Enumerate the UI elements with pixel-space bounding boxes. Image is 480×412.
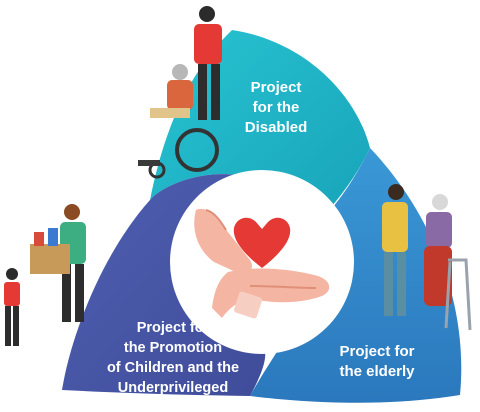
hands-heart-icon [194,208,330,319]
segment-disabled-label: Project for the Disabled [244,79,308,136]
segment-elderly-label: Project for the elderly [339,343,415,380]
segment-children-label: Project for the Promotion of Children an… [106,320,240,396]
donation-box-icon [4,204,86,346]
wheelchair-caregiver-icon [138,6,222,179]
elderly-walker-icon [382,184,472,331]
